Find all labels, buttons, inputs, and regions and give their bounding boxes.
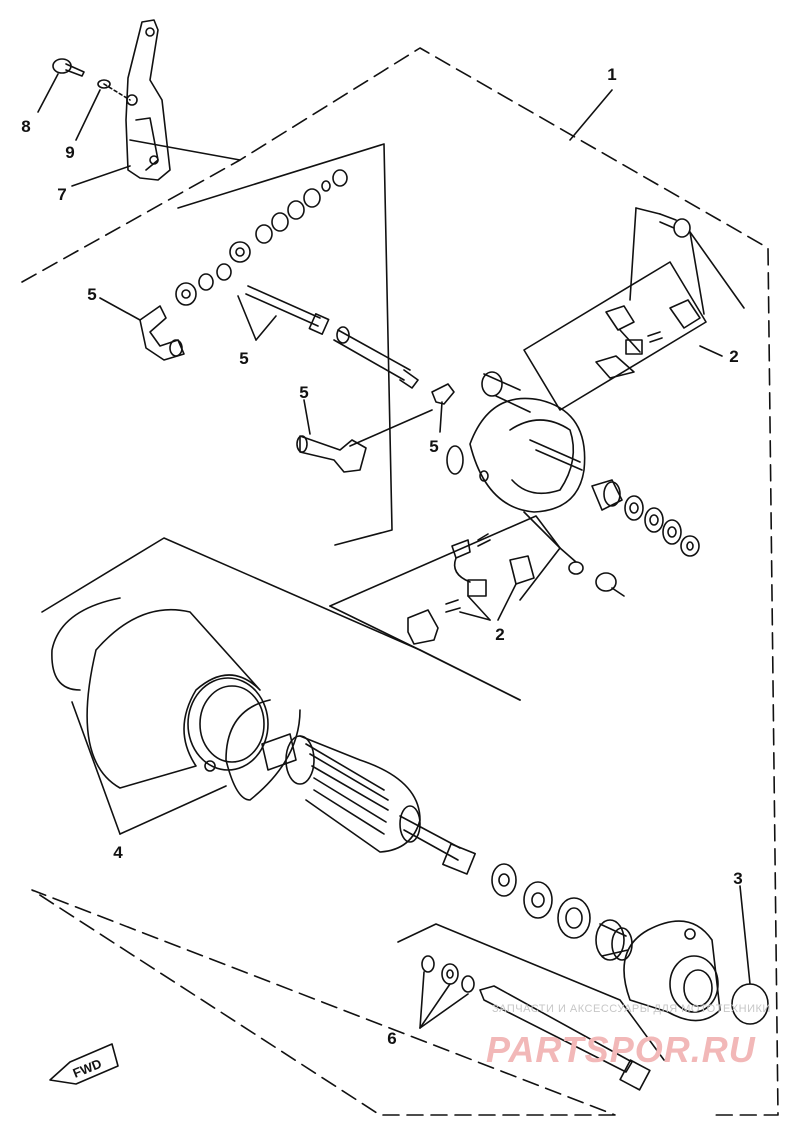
- lug-terminal: [431, 383, 455, 405]
- watermark-logo: PARTSPOR.RU: [486, 1029, 756, 1070]
- ball-bearing: [557, 897, 591, 939]
- insulator-boot-right: [296, 435, 367, 473]
- yoke-housing: [446, 371, 586, 513]
- bracket-plate: [125, 19, 171, 181]
- watermark-tagline: ЗАПЧАСТИ И АКСЕССУАРЫ ДЛЯ МОТОТЕХНИКИ: [492, 1003, 771, 1015]
- washer-stack-right: [624, 495, 700, 557]
- callout-2-bottom: 2: [495, 625, 504, 644]
- washer-stack: [175, 169, 348, 306]
- callout-5-right: 5: [429, 437, 438, 456]
- assembly-boundary: [21, 47, 779, 1116]
- brush-holder-frame-top: [523, 261, 707, 411]
- callout-1: 1: [607, 65, 616, 84]
- callout-6: 6: [387, 1029, 396, 1048]
- terminal-bolt: [245, 285, 419, 389]
- callout-2-top: 2: [729, 347, 738, 366]
- callout-5-lower: 5: [299, 383, 308, 402]
- field-yoke-tube: [86, 608, 269, 789]
- terminal-nut: [595, 572, 625, 597]
- through-bolt: [479, 985, 651, 1091]
- o-ring-yoke-left: [51, 597, 121, 691]
- brush-holder-frame-bottom: [329, 515, 561, 607]
- washer-lower-2: [523, 881, 553, 919]
- callout-5-center: 5: [239, 349, 248, 368]
- callout-8: 8: [21, 117, 30, 136]
- callout-5-left: 5: [87, 285, 96, 304]
- yoke-kit-frame: [41, 537, 521, 701]
- o-ring-yoke-right: [225, 699, 301, 801]
- armature: [261, 733, 476, 875]
- washer-small: [97, 79, 111, 89]
- callout-4: 4: [113, 843, 123, 862]
- bushing-kit-frame: [177, 143, 393, 546]
- callout-7: 7: [57, 185, 66, 204]
- drive-end-cover: [623, 920, 721, 1022]
- bushing-right: [591, 479, 623, 511]
- callout-3: 3: [733, 869, 742, 888]
- insulator-boot-left: [139, 305, 185, 361]
- bolt-kit-frame: [397, 923, 665, 1061]
- bolt-small: [52, 58, 85, 77]
- screw-top: [659, 213, 691, 238]
- washer-lower-1: [491, 863, 517, 897]
- forward-arrow-icon: [49, 1043, 119, 1085]
- o-ring-small: [568, 561, 584, 575]
- brush-assembly-bottom: [407, 533, 535, 645]
- leader-line-1: [569, 89, 613, 141]
- callout-9: 9: [65, 143, 74, 162]
- brush-holder-top: [595, 299, 701, 379]
